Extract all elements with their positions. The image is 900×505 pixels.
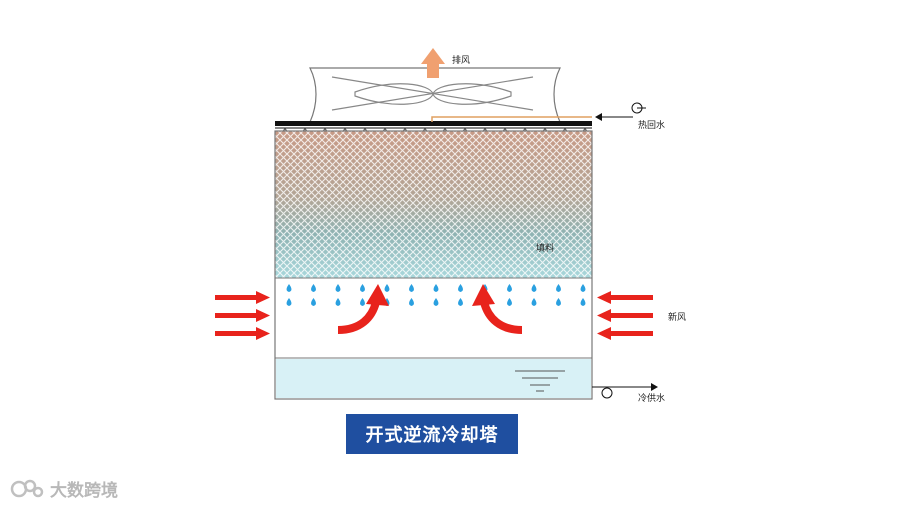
water-drop [580, 298, 586, 306]
air-flow-arrow-left [337, 284, 389, 334]
water-drop [335, 284, 341, 292]
water-drop [507, 284, 512, 292]
exhaust-label: 排风 [452, 54, 470, 66]
water-drop [286, 284, 292, 292]
water-drop [360, 298, 365, 306]
fresh-air-arrows-right [597, 291, 653, 340]
hot-water-pipe [431, 116, 592, 122]
supply-pump-icon [601, 387, 613, 399]
water-drop [311, 298, 316, 306]
water-drop [384, 284, 390, 292]
water-drop [556, 284, 561, 292]
air-flow-arrow-right [472, 284, 523, 334]
water-drop [531, 298, 537, 306]
cold-supply-water-label: 冷供水 [638, 392, 665, 404]
water-drop [286, 298, 292, 306]
fresh-air-label: 新风 [668, 311, 686, 323]
pump-icon [631, 102, 646, 114]
watermark-text: 大数跨境 [50, 481, 118, 501]
fresh-air-arrows-left [215, 291, 270, 340]
water-drop [433, 298, 439, 306]
distribution-header [275, 121, 592, 126]
water-drop [507, 298, 512, 306]
fill-label: 填料 [536, 242, 554, 254]
tower-body [274, 130, 593, 400]
water-drop [409, 284, 414, 292]
watermark: 大数跨境 [10, 476, 118, 501]
water-drop [458, 298, 463, 306]
hot-return-water-label: 热回水 [638, 119, 665, 131]
water-drop [311, 284, 316, 292]
water-level-icon [515, 370, 565, 392]
diagram-title: 开式逆流冷却塔 [346, 414, 518, 454]
watermark-logo-icon [10, 479, 44, 497]
exhaust-arrow [421, 48, 445, 78]
water-drop [335, 298, 341, 306]
water-drop [433, 284, 439, 292]
water-drop [556, 298, 561, 306]
water-drop [580, 284, 586, 292]
water-drop [409, 298, 414, 306]
water-drop [531, 284, 537, 292]
fan-icon [331, 76, 534, 111]
water-drop [360, 284, 365, 292]
water-drop [458, 284, 463, 292]
water-drops [286, 284, 586, 306]
